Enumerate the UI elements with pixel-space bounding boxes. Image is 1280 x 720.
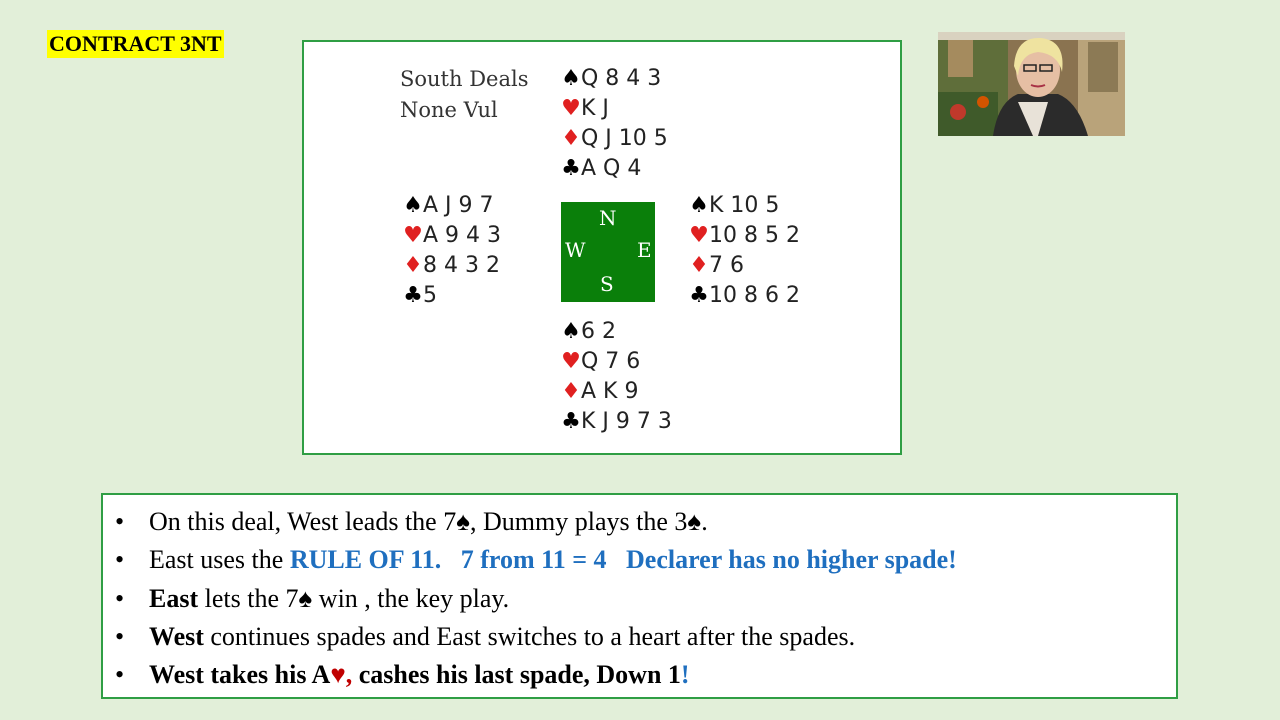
rule-of-11-text: RULE OF 11. 7 from 11 = 4 Declarer has n… — [289, 545, 957, 574]
compass-east: E — [637, 238, 652, 262]
compass-table: N W E S — [561, 202, 655, 302]
bullet-4-text: continues spades and East switches to a … — [203, 622, 856, 651]
heart-icon: ♥ — [561, 96, 581, 121]
heart-icon: ♥ — [330, 660, 346, 689]
south-spades: 6 2 — [581, 319, 616, 344]
bullet-2-text: East uses the — [149, 545, 290, 574]
vulnerability-label: None Vul — [400, 98, 498, 122]
bullet-3-bold: East — [149, 584, 199, 613]
north-hand: ♠Q 8 4 3 ♥K J ♦Q J 10 5 ♣A Q 4 — [561, 64, 668, 184]
bullet-3-text: lets the 7♠ win , the key play. — [198, 584, 510, 613]
bullet-1: • On this deal, West leads the 7♠, Dummy … — [115, 503, 708, 541]
deal-info: South Deals None Vul — [400, 64, 528, 126]
bullet-2: • East uses the RULE OF 11. 7 from 11 = 4… — [115, 541, 957, 579]
north-diamonds: Q J 10 5 — [581, 126, 668, 151]
south-clubs: K J 9 7 3 — [581, 409, 672, 434]
spade-icon: ♠ — [561, 66, 581, 91]
bullet-5-text-b: cashes his last spade, Down 1 — [352, 660, 681, 689]
bullet-marker: • — [115, 507, 125, 536]
bullet-5: • West takes his A♥, cashes his last spad… — [115, 656, 690, 694]
club-icon: ♣ — [561, 409, 581, 434]
compass-west: W — [565, 238, 586, 262]
club-icon: ♣ — [403, 283, 423, 308]
bullet-marker: • — [115, 622, 125, 651]
bullet-marker: • — [115, 660, 125, 689]
presenter-video-image — [938, 32, 1125, 136]
compass-north: N — [599, 206, 617, 230]
heart-icon: ♥ — [403, 223, 423, 248]
bullet-3: • East lets the 7♠ win , the key play. — [115, 580, 509, 618]
deal-diagram: South Deals None Vul ♠Q 8 4 3 ♥K J ♦Q J … — [302, 40, 902, 455]
spade-icon: ♠ — [689, 193, 709, 218]
presenter-video — [938, 32, 1125, 136]
compass-south: S — [600, 272, 614, 296]
south-diamonds: A K 9 — [581, 379, 639, 404]
north-spades: Q 8 4 3 — [581, 66, 662, 91]
bullet-marker: • — [115, 545, 125, 574]
contract-title: CONTRACT 3NT — [47, 30, 224, 58]
explanation-box: • On this deal, West leads the 7♠, Dummy … — [101, 493, 1178, 699]
club-icon: ♣ — [689, 283, 709, 308]
east-hearts: 10 8 5 2 — [709, 223, 800, 248]
north-hearts: K J — [581, 96, 609, 121]
bullet-5-text-a: West takes his A — [149, 660, 331, 689]
west-spades: A J 9 7 — [423, 193, 494, 218]
east-spades: K 10 5 — [709, 193, 780, 218]
heart-icon: ♥ — [689, 223, 709, 248]
club-icon: ♣ — [561, 156, 581, 181]
diamond-icon: ♦ — [561, 126, 581, 151]
west-hearts: A 9 4 3 — [423, 223, 502, 248]
north-clubs: A Q 4 — [581, 156, 642, 181]
diamond-icon: ♦ — [689, 253, 709, 278]
south-hearts: Q 7 6 — [581, 349, 641, 374]
dealer-label: South Deals — [400, 67, 529, 91]
west-clubs: 5 — [423, 283, 437, 308]
diamond-icon: ♦ — [561, 379, 581, 404]
spade-icon: ♠ — [561, 319, 581, 344]
west-hand: ♠A J 9 7 ♥A 9 4 3 ♦8 4 3 2 ♣5 — [403, 191, 501, 311]
bullet-1-text: On this deal, West leads the 7♠, Dummy p… — [149, 507, 708, 536]
bullet-5-comma: , — [345, 660, 353, 689]
bullet-5-exclamation: ! — [680, 660, 690, 689]
east-diamonds: 7 6 — [709, 253, 744, 278]
diamond-icon: ♦ — [403, 253, 423, 278]
bullet-4: • West continues spades and East switches… — [115, 618, 855, 656]
spade-icon: ♠ — [403, 193, 423, 218]
east-hand: ♠K 10 5 ♥10 8 5 2 ♦7 6 ♣10 8 6 2 — [689, 191, 800, 311]
bullet-4-bold: West — [149, 622, 204, 651]
heart-icon: ♥ — [561, 349, 581, 374]
east-clubs: 10 8 6 2 — [709, 283, 800, 308]
west-diamonds: 8 4 3 2 — [423, 253, 500, 278]
south-hand: ♠6 2 ♥Q 7 6 ♦A K 9 ♣K J 9 7 3 — [561, 317, 672, 437]
bullet-marker: • — [115, 584, 125, 613]
